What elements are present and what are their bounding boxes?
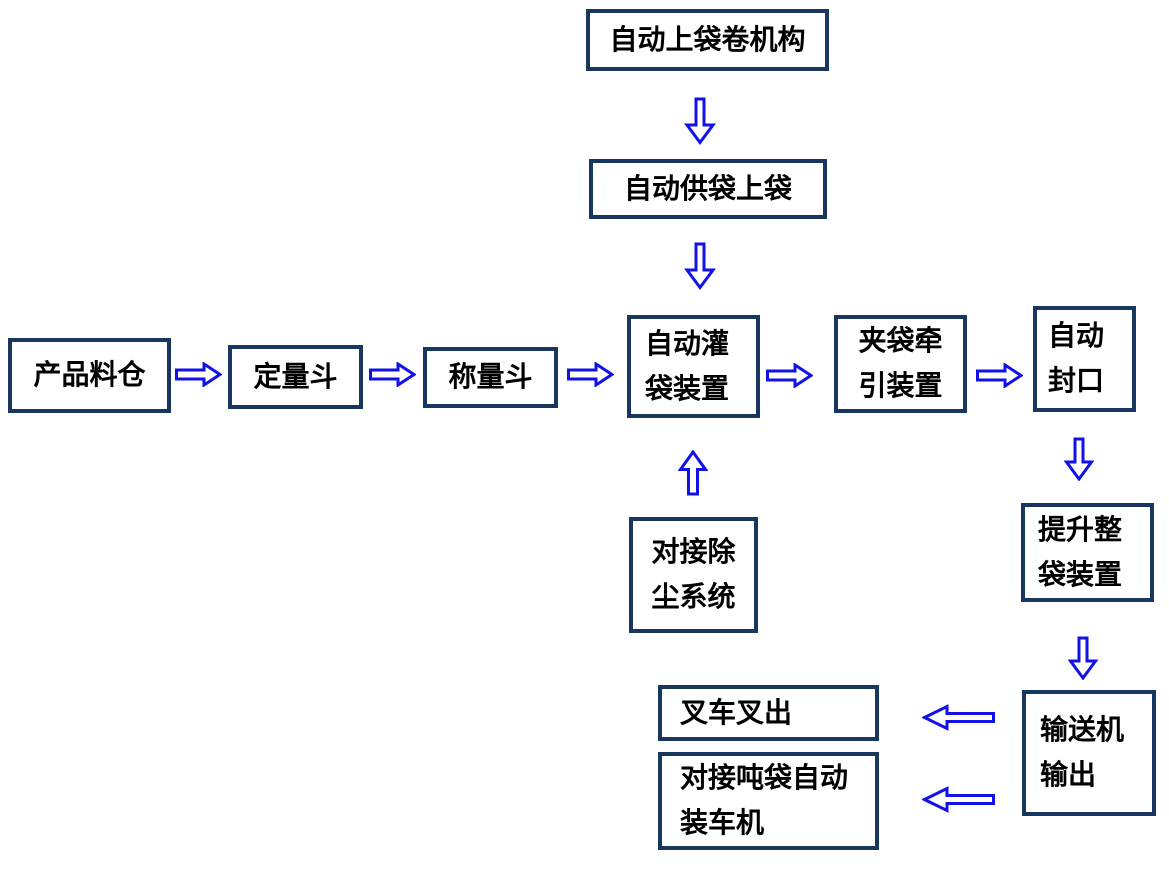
node-label: 叉车叉出 bbox=[680, 697, 793, 729]
node-label: 自动灌 bbox=[645, 328, 730, 360]
node-label: 自动 bbox=[1048, 321, 1105, 352]
flow-node-weighing-hopper: 称量斗 bbox=[423, 347, 558, 408]
node-label: 定量斗 bbox=[253, 361, 338, 393]
node-label: 自动供袋上袋 bbox=[623, 173, 792, 205]
node-label: 袋装置 bbox=[645, 373, 730, 405]
flow-node-ton-bag-loader: 对接吨袋自动 装车机 bbox=[658, 752, 879, 850]
arrow-up-icon bbox=[677, 449, 709, 496]
arrow-right-icon bbox=[766, 362, 814, 389]
arrow-right-icon bbox=[175, 361, 223, 388]
flow-node-auto-bag-roll: 自动上袋卷机构 bbox=[586, 9, 829, 71]
node-label: 产品料仓 bbox=[33, 360, 146, 391]
flow-node-auto-bag-supply: 自动供袋上袋 bbox=[589, 159, 827, 219]
arrow-down-icon bbox=[684, 97, 716, 146]
flow-node-dust-removal: 对接除 尘系统 bbox=[629, 517, 758, 633]
node-label: 袋装置 bbox=[1038, 559, 1123, 591]
node-label: 装车机 bbox=[680, 808, 765, 839]
flow-node-product-silo: 产品料仓 bbox=[8, 338, 171, 413]
arrow-left-icon bbox=[921, 786, 995, 813]
node-label: 输送机 bbox=[1040, 715, 1125, 746]
flow-node-bag-clamping: 夹袋牵 引装置 bbox=[834, 315, 967, 413]
arrow-down-icon bbox=[684, 242, 716, 291]
arrow-right-icon bbox=[567, 361, 615, 388]
arrow-right-icon bbox=[369, 361, 417, 388]
node-label: 称量斗 bbox=[448, 362, 533, 393]
node-label: 尘系统 bbox=[651, 582, 736, 613]
arrow-left-icon bbox=[921, 704, 995, 731]
node-label: 夹袋牵 bbox=[858, 326, 943, 357]
flow-node-dosing-hopper: 定量斗 bbox=[228, 345, 363, 409]
arrow-down-icon bbox=[1067, 636, 1099, 681]
flow-node-bag-lifting: 提升整 袋装置 bbox=[1021, 503, 1154, 602]
node-label: 对接除 bbox=[651, 537, 736, 568]
flow-node-auto-sealing: 自动 封口 bbox=[1033, 306, 1136, 412]
flow-node-conveyor-output: 输送机 输出 bbox=[1022, 690, 1156, 816]
node-label: 引装置 bbox=[858, 371, 943, 402]
node-label: 提升整 bbox=[1038, 514, 1123, 546]
arrow-right-icon bbox=[976, 362, 1024, 389]
flow-node-bag-filling: 自动灌 袋装置 bbox=[627, 315, 760, 418]
arrow-down-icon bbox=[1063, 437, 1095, 482]
node-label: 对接吨袋自动 bbox=[680, 763, 849, 794]
node-label: 自动上袋卷机构 bbox=[609, 24, 806, 56]
flow-node-forklift-out: 叉车叉出 bbox=[658, 685, 879, 741]
node-label: 封口 bbox=[1048, 366, 1105, 397]
node-label: 输出 bbox=[1040, 760, 1097, 791]
